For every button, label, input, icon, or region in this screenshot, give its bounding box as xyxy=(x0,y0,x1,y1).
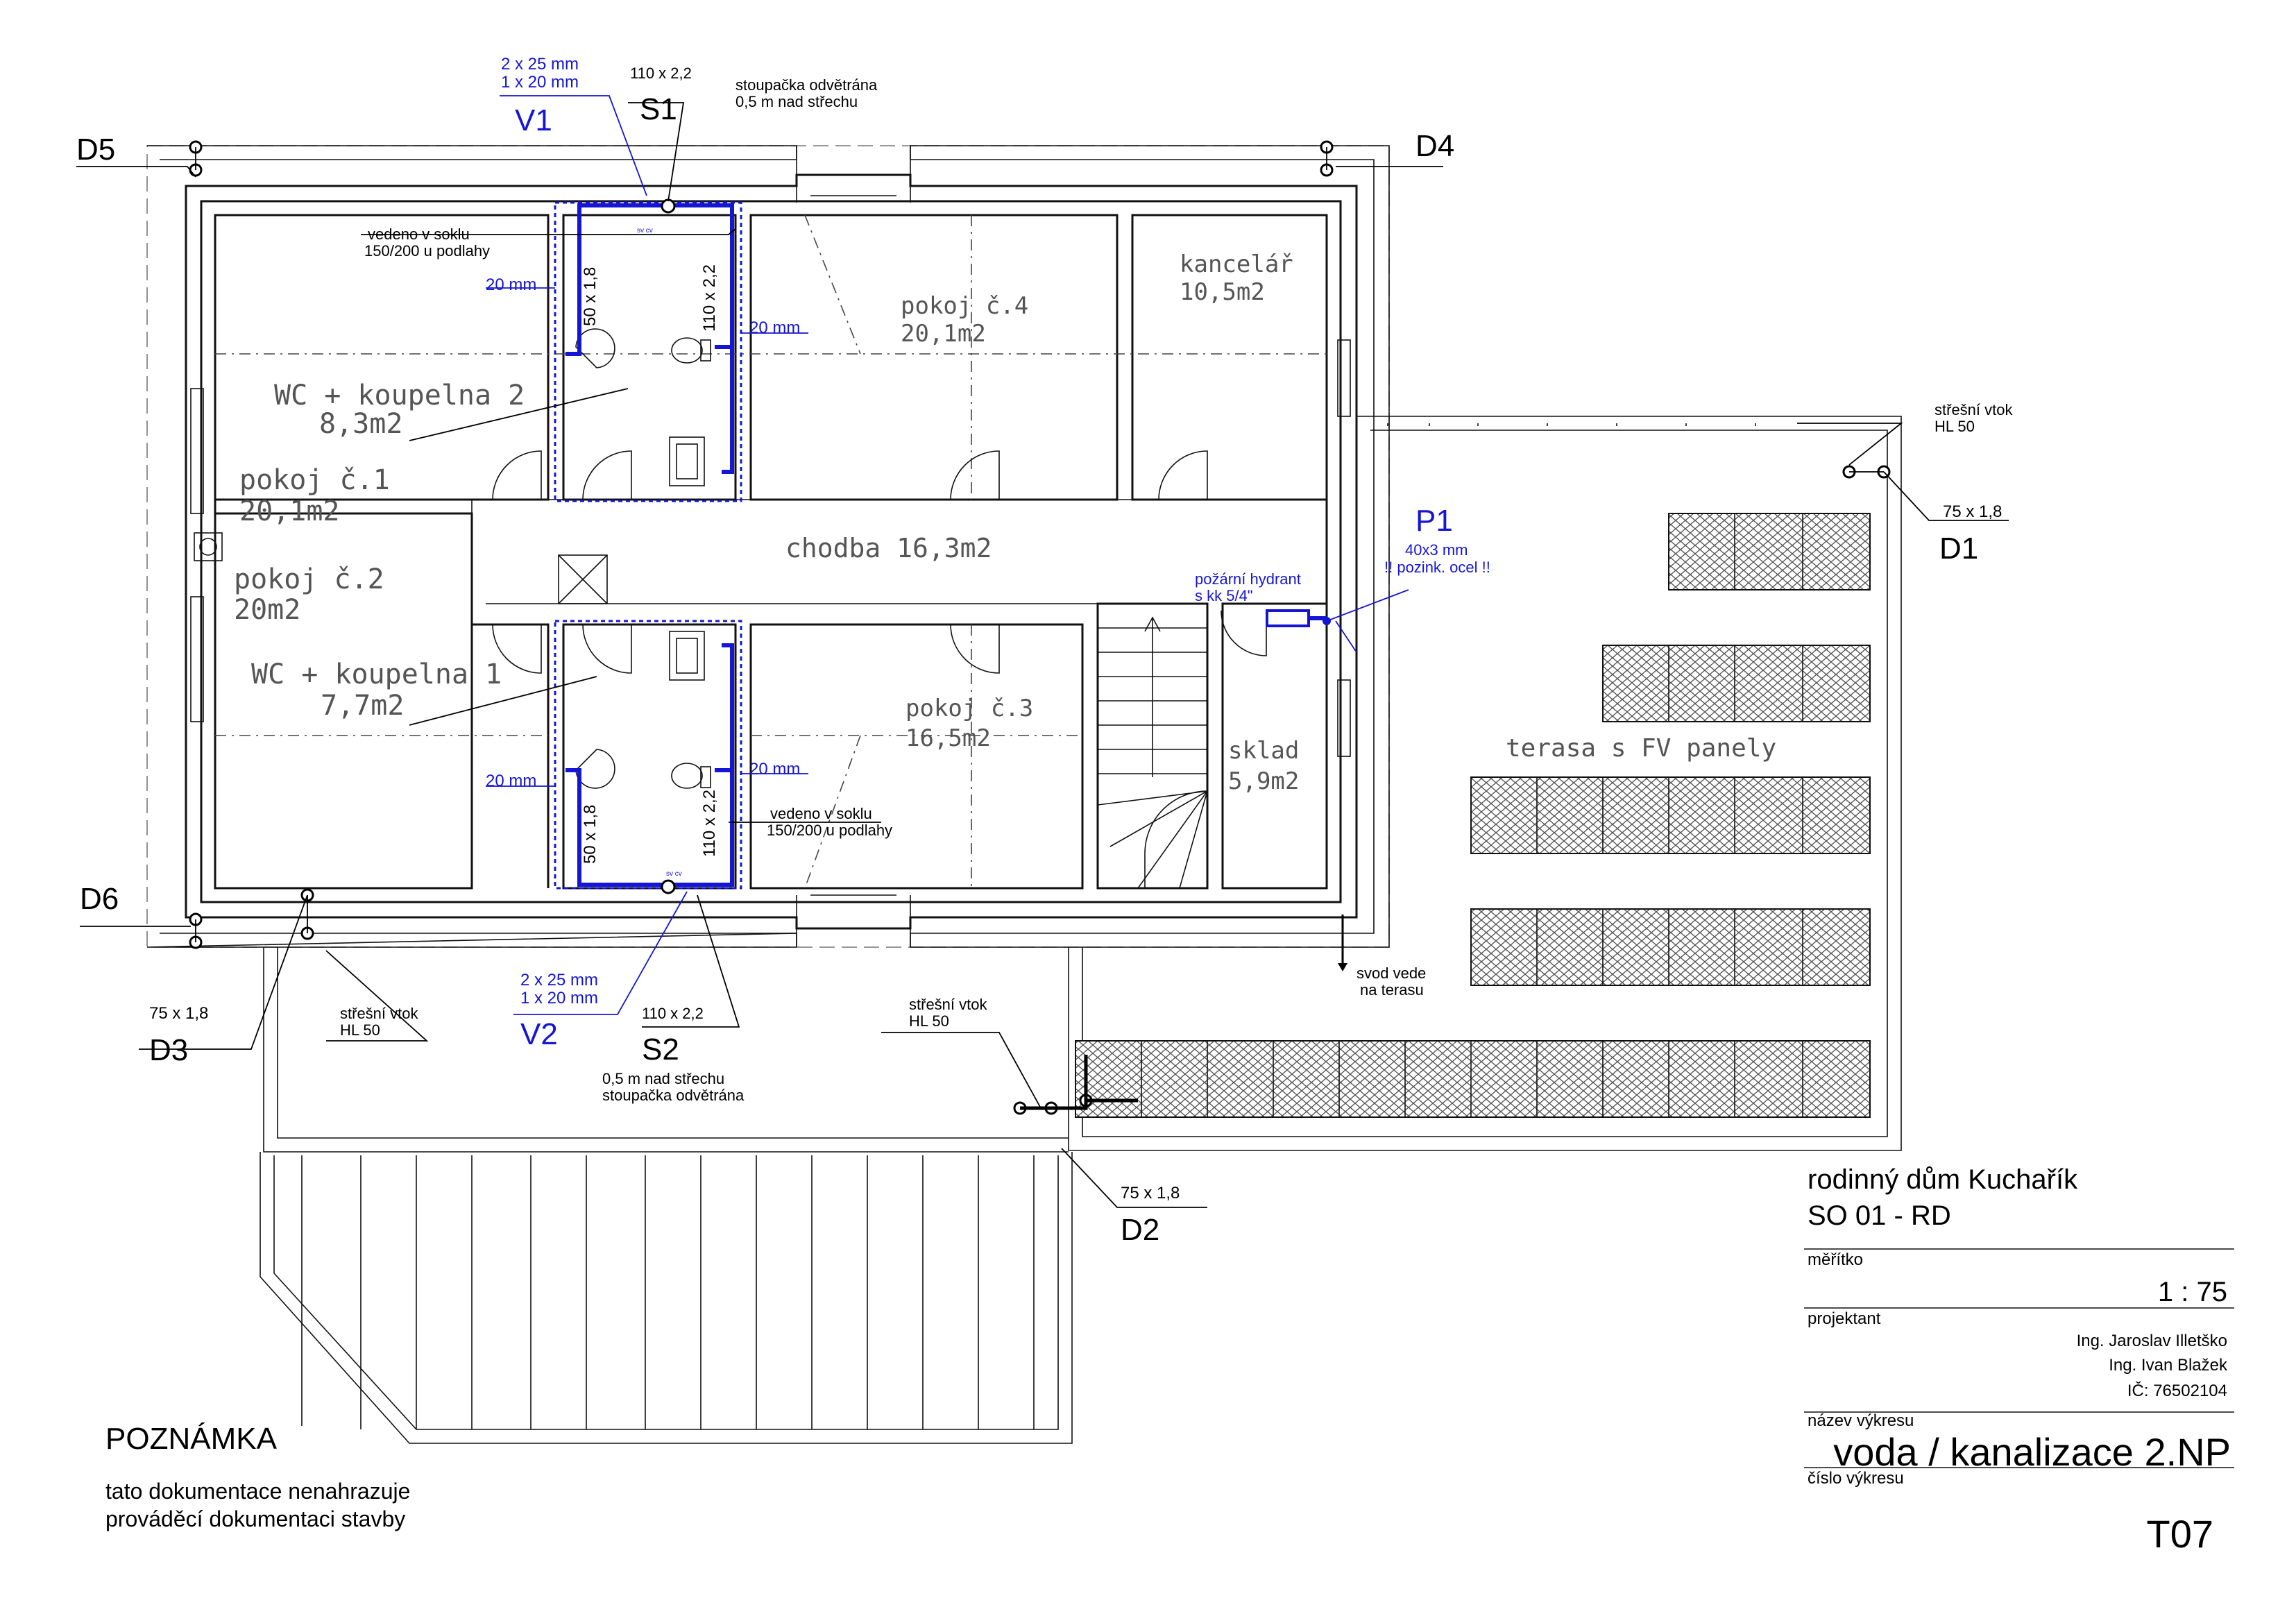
room-pokoj1-area: 20,1m2 xyxy=(239,495,340,527)
black-labels: 110 x 2,2 S1 stoupačka odvětrána 0,5 m n… xyxy=(76,65,2013,1247)
note-line2: prováděcí dokumentaci stavby xyxy=(105,1506,405,1531)
d3-label: D3 xyxy=(149,1033,188,1067)
s2-label: S2 xyxy=(642,1033,679,1067)
v1-label: V1 xyxy=(515,103,552,137)
s1-note1: stoupačka odvětrána xyxy=(735,76,878,94)
s2-note1: 0,5 m nad střechu xyxy=(602,1070,724,1087)
room-wc1-name: WC + koupelna 1 xyxy=(251,658,502,690)
baseboard-bottom-2: 150/200 u podlahy xyxy=(767,822,892,839)
d6-label: D6 xyxy=(80,882,119,916)
pipe-20mm-b: 20 mm xyxy=(749,318,800,337)
drawing-number-label: číslo výkresu xyxy=(1808,1469,1904,1488)
d5-label: D5 xyxy=(76,133,115,167)
project-line1: rodinný dům Kuchařík xyxy=(1808,1164,2078,1195)
s2-note2: stoupačka odvětrána xyxy=(602,1087,745,1104)
room-labels: pokoj č.4 20,1m2 kancelář 10,5m2 WC + ko… xyxy=(234,250,1776,795)
d1-size: 75 x 1,8 xyxy=(1943,502,2002,521)
drawing-name: voda / kanalizace 2.NP xyxy=(1833,1430,2231,1474)
v2-label: V2 xyxy=(520,1017,558,1051)
pv-panels xyxy=(1075,513,1871,1118)
pipe-110-bottom: 110 x 2,2 xyxy=(700,790,719,857)
svod-line2: na terasu xyxy=(1360,981,1424,999)
v1-line1: 2 x 25 mm xyxy=(501,55,579,74)
baseboard-top-2: 150/200 u podlahy xyxy=(364,242,490,260)
designer-2: Ing. Ivan Blažek xyxy=(2109,1356,2228,1375)
inlet-d3-line2: HL 50 xyxy=(340,1021,380,1039)
leader-lines xyxy=(76,95,2009,1208)
hydrant-line1: požární hydrant xyxy=(1195,570,1301,588)
svod-line1: svod vede xyxy=(1357,965,1426,982)
room-pokoj2-area: 20m2 xyxy=(234,594,300,626)
project-line2: SO 01 - RD xyxy=(1808,1200,1951,1231)
pipe-20mm-d: 20 mm xyxy=(749,760,800,779)
blue-labels: 2 x 25 mm 1 x 20 mm V1 2 x 25 mm 1 x 20 … xyxy=(486,55,1490,1051)
inlet-d3-line1: střešní vtok xyxy=(340,1005,418,1022)
note-line1: tato dokumentace nenahrazuje xyxy=(105,1479,410,1504)
room-wc2-name: WC + koupelna 2 xyxy=(274,380,525,411)
scale-label: měřítko xyxy=(1808,1250,1863,1269)
room-pokoj3-area: 16,5m2 xyxy=(905,724,991,752)
d1-label: D1 xyxy=(1939,532,1978,566)
hydrant-line2: s kk 5/4" xyxy=(1195,587,1253,604)
inlet-d1-line1: střešní vtok xyxy=(1934,401,2013,418)
designer-label: projektant xyxy=(1808,1309,1881,1328)
fixture-note-top: sv cv xyxy=(637,227,653,235)
d2-label: D2 xyxy=(1121,1213,1159,1247)
v2-line2: 1 x 20 mm xyxy=(520,989,598,1008)
room-kancelar-area: 10,5m2 xyxy=(1180,278,1265,306)
p1-label: P1 xyxy=(1415,504,1453,538)
room-sklad-name: sklad xyxy=(1228,737,1299,765)
bathroom-fixtures xyxy=(575,328,711,789)
title-block: rodinný dům Kuchařík SO 01 - RD měřítko … xyxy=(1804,1164,2234,1556)
water-pipes xyxy=(554,201,1331,890)
inlet-d1-line2: HL 50 xyxy=(1934,418,1975,435)
s1-note2: 0,5 m nad střechu xyxy=(735,93,858,110)
room-kancelar-name: kancelář xyxy=(1180,250,1293,278)
room-pokoj4-area: 20,1m2 xyxy=(901,320,986,348)
riser-markers xyxy=(189,140,1891,1115)
baseboard-top-1: vedeno v soklu xyxy=(368,226,470,243)
note-heading: POZNÁMKA xyxy=(105,1422,278,1456)
drawing-name-label: název výkresu xyxy=(1808,1411,1914,1430)
p1-note: !! pozink. ocel !! xyxy=(1384,559,1490,576)
scale-value: 1 : 75 xyxy=(2158,1277,2227,1307)
designer-1: Ing. Jaroslav Illetško xyxy=(2077,1332,2227,1350)
baseboard-bottom-1: vedeno v soklu xyxy=(770,805,872,822)
d4-label: D4 xyxy=(1415,129,1454,163)
room-terasa: terasa s FV panely xyxy=(1506,734,1776,763)
p1-size: 40x3 mm xyxy=(1405,541,1468,559)
note-block: POZNÁMKA tato dokumentace nenahrazuje pr… xyxy=(105,1422,410,1531)
inlet-d2-line2: HL 50 xyxy=(909,1012,949,1030)
fixture-note-bottom: sv cv xyxy=(666,870,682,878)
building-walls xyxy=(146,145,1390,948)
s1-size: 110 x 2,2 xyxy=(630,65,692,82)
drawing-number: T07 xyxy=(2147,1512,2214,1556)
pipe-110-top: 110 x 2,2 xyxy=(700,264,719,332)
pipe-20mm-a: 20 mm xyxy=(486,275,536,294)
room-pokoj4-name: pokoj č.4 xyxy=(901,292,1028,320)
d2-size: 75 x 1,8 xyxy=(1121,1184,1180,1203)
v1-line2: 1 x 20 mm xyxy=(501,73,579,92)
room-sklad-area: 5,9m2 xyxy=(1228,767,1299,795)
s2-size: 110 x 2,2 xyxy=(642,1005,704,1022)
room-wc2-area: 8,3m2 xyxy=(319,408,402,440)
staircase xyxy=(1097,603,1208,889)
v2-line1: 2 x 25 mm xyxy=(520,971,598,989)
company-ic: IČ: 76502104 xyxy=(2127,1381,2227,1400)
room-pokoj1-name: pokoj č.1 xyxy=(239,464,390,496)
pipe-50-bottom: 50 x 1,8 xyxy=(581,805,599,864)
pipe-20mm-c: 20 mm xyxy=(486,772,536,790)
room-chodba: chodba 16,3m2 xyxy=(785,533,992,563)
room-pokoj2-name: pokoj č.2 xyxy=(234,563,384,595)
room-wc1-area: 7,7m2 xyxy=(321,690,404,722)
s1-label: S1 xyxy=(640,92,677,126)
room-pokoj3-name: pokoj č.3 xyxy=(905,695,1033,722)
inlet-d2-line1: střešní vtok xyxy=(909,996,987,1013)
terrace xyxy=(260,416,1902,1444)
d3-size: 75 x 1,8 xyxy=(149,1004,208,1023)
pipe-50-top: 50 x 1,8 xyxy=(581,267,599,326)
